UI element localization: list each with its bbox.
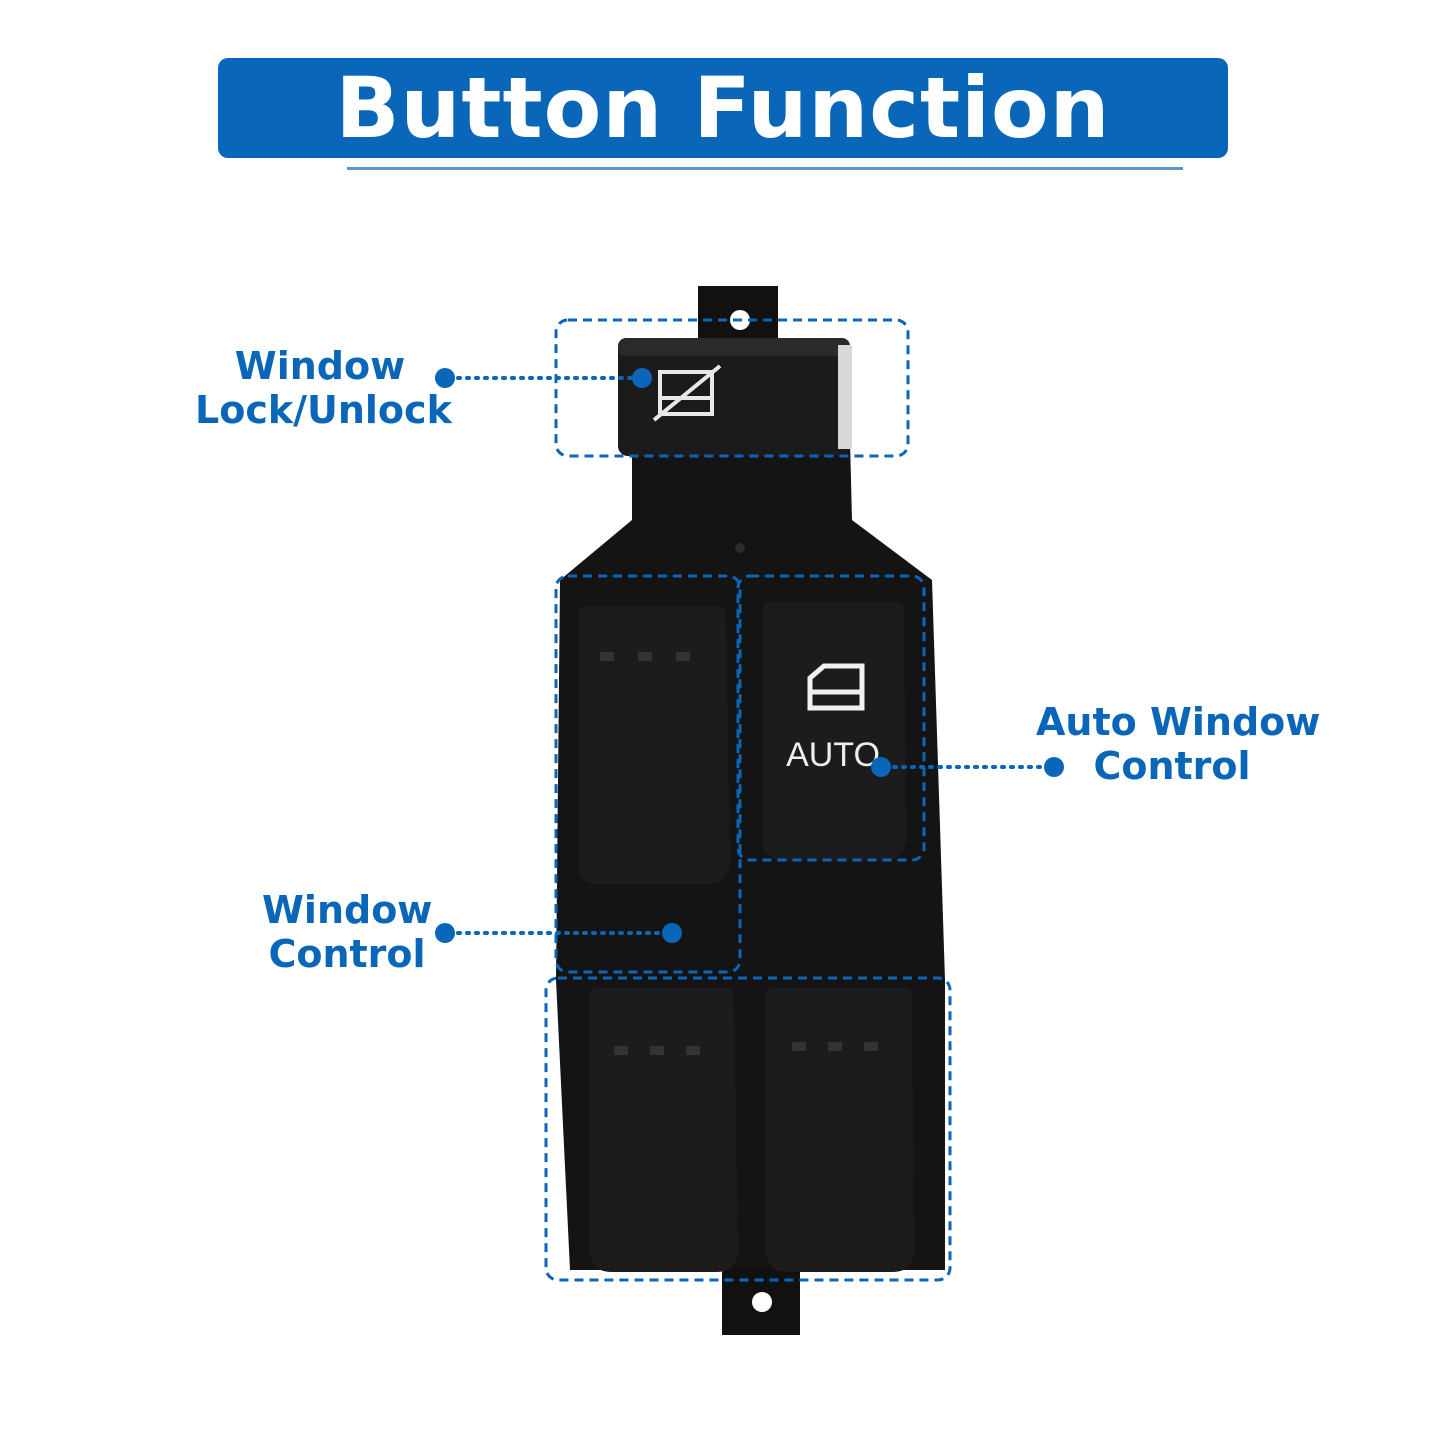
banner-title: Button Function (335, 59, 1111, 157)
auto-callout-line2: Control (1093, 744, 1251, 788)
lock-callout-line2: Lock/Unlock (195, 388, 452, 432)
auto-highlight-box (736, 574, 926, 862)
auto-window-callout: Auto Window Control (1036, 700, 1321, 788)
lock-unlock-callout: Window Lock/Unlock (195, 344, 452, 432)
auto-window-switch[interactable] (762, 602, 906, 860)
window-lock-crossed-icon (652, 364, 722, 422)
window-control-callout: Window Control (262, 888, 432, 976)
title-banner: Button Function (218, 58, 1228, 158)
auto-leader-dot-outer (1044, 757, 1064, 777)
window-leader-dot-outer (435, 923, 455, 943)
car-door-window-icon (807, 663, 865, 711)
window-callout-line2: Control (268, 932, 426, 976)
rear-switches-highlight-box (544, 976, 952, 1282)
lock-callout-line1: Window (234, 344, 406, 388)
bottom-screw-hole (752, 1292, 772, 1312)
window-control-highlight-box (554, 574, 742, 974)
auto-leader-dot-inner (871, 757, 891, 777)
lock-unlock-button[interactable] (618, 338, 852, 456)
window-callout-line1: Window (262, 888, 433, 932)
lock-leader-dot-outer (435, 368, 455, 388)
body-rivet (735, 543, 745, 553)
rear-left-switch[interactable] (590, 988, 738, 1272)
auto-callout-line1: Auto Window (1036, 700, 1321, 744)
rear-right-switch[interactable] (766, 988, 914, 1272)
window-leader-dot-inner (662, 923, 682, 943)
lock-leader-dot-inner (632, 368, 652, 388)
auto-label: AUTO (786, 736, 880, 774)
title-underline (347, 167, 1183, 170)
window-control-switch[interactable] (578, 606, 730, 884)
